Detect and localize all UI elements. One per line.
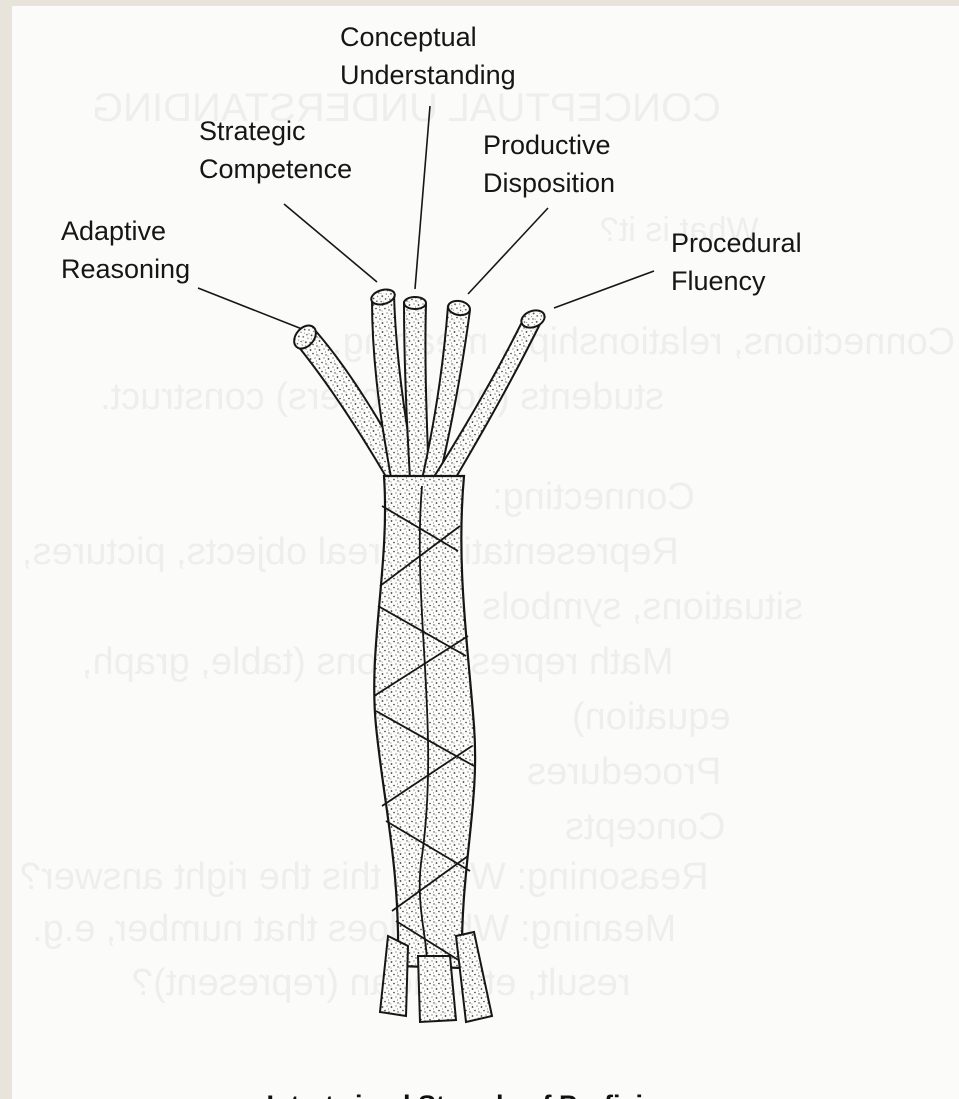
label-conceptual-understanding: Conceptual Understanding <box>340 18 516 94</box>
label-procedural-line2: Fluency <box>671 262 802 300</box>
label-productive-line2: Disposition <box>483 164 615 202</box>
leader-line-procedural <box>554 271 654 308</box>
label-strategic-line2: Competence <box>199 150 352 188</box>
leader-line-strategic <box>284 204 377 282</box>
leader-line-adaptive <box>198 288 302 329</box>
bottom-end-left <box>380 936 408 1016</box>
label-conceptual-line2: Understanding <box>340 56 516 94</box>
rope-body <box>374 476 475 968</box>
bottom-end-middle <box>418 956 456 1022</box>
leader-line-conceptual <box>415 106 430 289</box>
bottom-end-right <box>456 932 492 1022</box>
label-strategic-competence: Strategic Competence <box>199 112 352 188</box>
leader-line-productive <box>468 208 548 294</box>
scanned-page: CONCEPTUAL UNDERSTANDING What is it? Con… <box>12 6 959 1099</box>
label-productive-disposition: Productive Disposition <box>483 126 615 202</box>
label-conceptual-line1: Conceptual <box>340 18 516 56</box>
label-adaptive-line2: Reasoning <box>61 250 190 288</box>
strand-tip-conceptual <box>404 297 426 309</box>
label-strategic-line1: Strategic <box>199 112 352 150</box>
label-procedural-fluency: Procedural Fluency <box>671 224 802 300</box>
label-procedural-line1: Procedural <box>671 224 802 262</box>
label-adaptive-line1: Adaptive <box>61 212 190 250</box>
figure-caption: Intertwined Strands of Proficiency <box>12 1090 959 1099</box>
label-productive-line1: Productive <box>483 126 615 164</box>
label-adaptive-reasoning: Adaptive Reasoning <box>61 212 190 288</box>
